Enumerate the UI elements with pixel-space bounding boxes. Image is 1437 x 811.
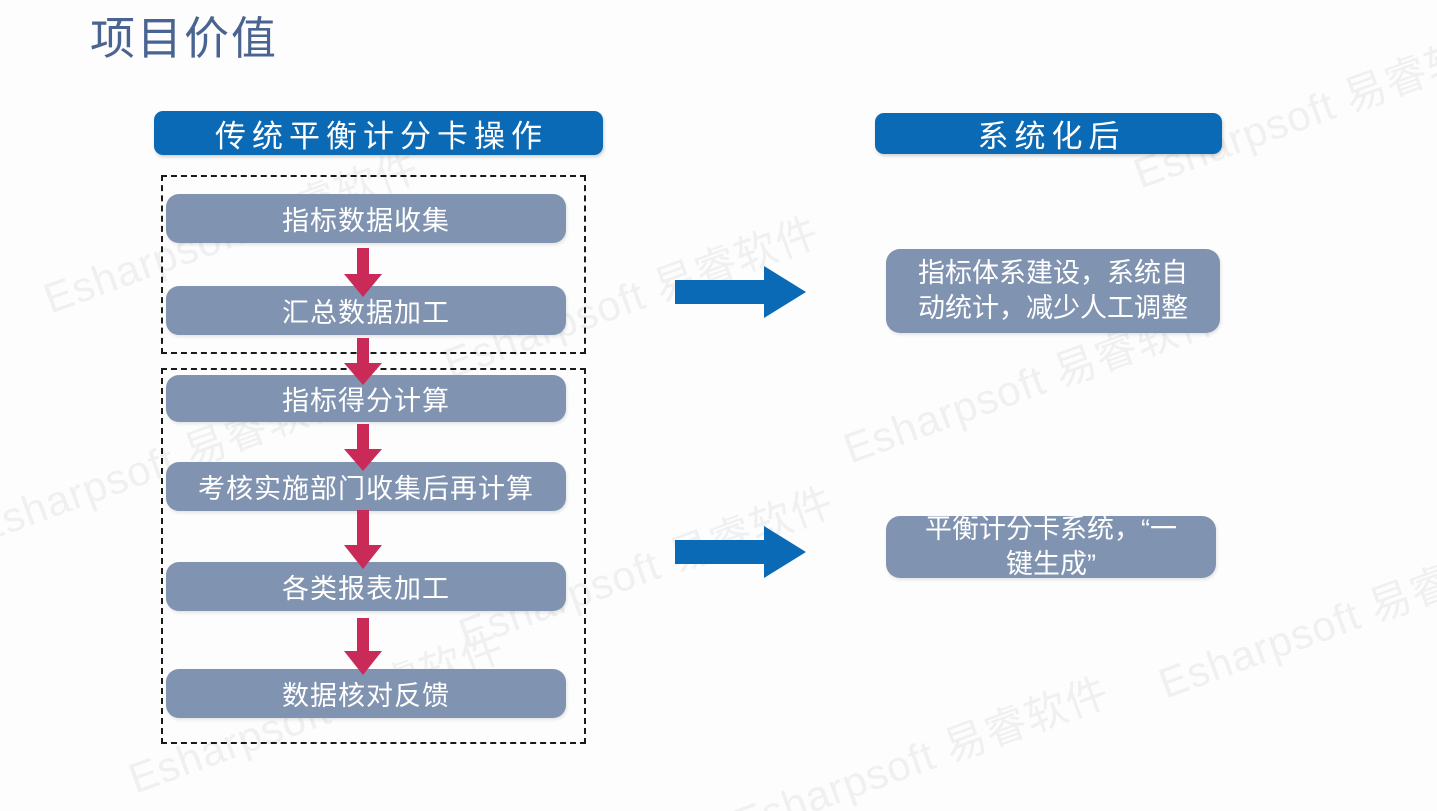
result-box-bsc-system: 平衡计分卡系统，“一 键生成” xyxy=(886,514,1216,579)
dashed-group-data-collection xyxy=(161,175,586,354)
result-line-2: 动统计，减少人工调整 xyxy=(918,293,1188,323)
step-box-data-verification-feedback: 数据核对反馈 xyxy=(166,669,566,718)
header-traditional-process: 传统平衡计分卡操作 xyxy=(154,111,603,155)
step-box-indicator-data-collection: 指标数据收集 xyxy=(166,194,566,243)
arrow-right-icon xyxy=(675,526,806,578)
step-box-report-processing: 各类报表加工 xyxy=(166,562,566,611)
result-box-indicator-system: 指标体系建设，系统自 动统计，减少人工调整 xyxy=(886,249,1220,333)
step-box-aggregate-data-processing: 汇总数据加工 xyxy=(166,286,566,335)
arrow-down-icon xyxy=(344,338,382,385)
header-systemized: 系统化后 xyxy=(875,113,1222,154)
arrow-down-icon xyxy=(344,618,382,675)
arrow-down-icon xyxy=(344,424,382,471)
result-line-1: 平衡计分卡系统，“一 xyxy=(925,514,1177,545)
arrow-down-icon xyxy=(344,248,382,297)
arrow-right-icon xyxy=(675,266,806,318)
page-title: 项目价值 xyxy=(90,13,279,64)
step-box-indicator-score-calculation: 指标得分计算 xyxy=(166,375,566,422)
step-box-department-recalculation: 考核实施部门收集后再计算 xyxy=(166,462,566,511)
arrow-down-icon xyxy=(344,510,382,569)
result-line-2: 键生成” xyxy=(1006,549,1096,579)
result-line-1: 指标体系建设，系统自 xyxy=(918,258,1188,289)
